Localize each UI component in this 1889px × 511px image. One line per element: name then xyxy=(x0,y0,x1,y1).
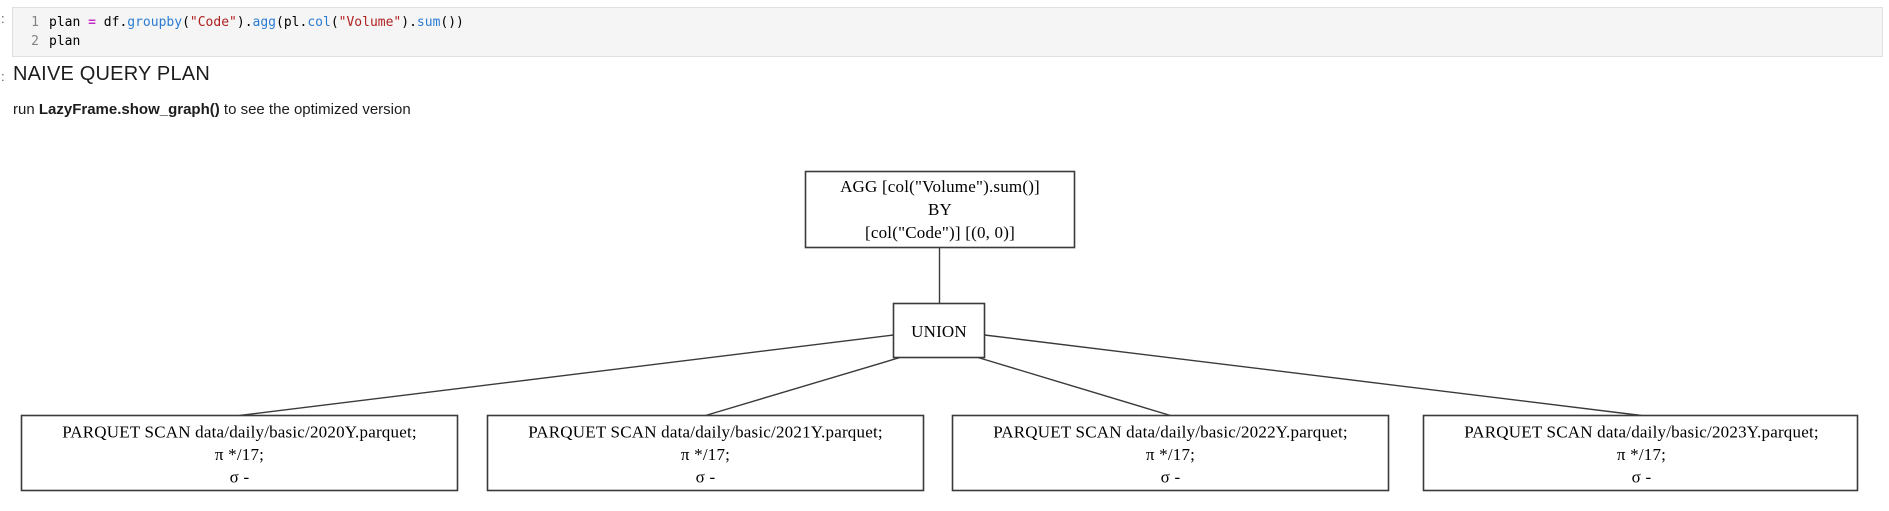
cell-prompt-marker: : xyxy=(1,11,5,26)
subtitle-prefix: run xyxy=(13,101,39,118)
line-number: 2 xyxy=(31,34,39,49)
parquet-scan-node-2023: PARQUET SCAN data/daily/basic/2023Y.parq… xyxy=(1422,414,1859,492)
svg-text:σ -: σ - xyxy=(696,468,716,487)
edge-union-scan-2021 xyxy=(705,356,901,417)
output-subtitle: run LazyFrame.show_graph() to see the op… xyxy=(13,101,411,118)
subtitle-method-name: LazyFrame.show_graph() xyxy=(38,101,220,118)
edge-union-scan-2020 xyxy=(239,334,894,417)
svg-text:π */17;: π */17; xyxy=(215,445,264,464)
code-line-2[interactable]: 2 plan xyxy=(13,32,1882,51)
svg-text:π */17;: π */17; xyxy=(1617,445,1666,464)
edge-union-scan-2022 xyxy=(977,356,1171,417)
agg-node: AGG [col("Volume").sum()] BY [col("Code"… xyxy=(804,170,1076,249)
union-node: UNION xyxy=(892,302,986,359)
svg-text:σ -: σ - xyxy=(1161,468,1181,487)
svg-text:σ -: σ - xyxy=(1632,468,1652,487)
svg-text:[col("Code")] [(0, 0)]: [col("Code")] [(0, 0)] xyxy=(865,223,1015,242)
svg-text:BY: BY xyxy=(928,200,952,219)
parquet-scan-node-2020: PARQUET SCAN data/daily/basic/2020Y.parq… xyxy=(20,414,459,492)
code-text: plan xyxy=(49,34,81,49)
svg-text:PARQUET SCAN data/daily/basic/: PARQUET SCAN data/daily/basic/2023Y.parq… xyxy=(1464,423,1819,442)
svg-text:PARQUET SCAN data/daily/basic/: PARQUET SCAN data/daily/basic/2020Y.parq… xyxy=(62,423,417,442)
svg-text:π */17;: π */17; xyxy=(681,445,730,464)
output-prompt-marker: : xyxy=(1,69,5,84)
code-text: plan = df.groupby("Code").agg(pl.col("Vo… xyxy=(49,15,464,30)
output-title: NAIVE QUERY PLAN xyxy=(13,63,210,85)
svg-text:π */17;: π */17; xyxy=(1146,445,1195,464)
svg-text:PARQUET SCAN data/daily/basic/: PARQUET SCAN data/daily/basic/2022Y.parq… xyxy=(993,423,1348,442)
svg-text:AGG [col("Volume").sum()]: AGG [col("Volume").sum()] xyxy=(840,177,1040,196)
subtitle-suffix: to see the optimized version xyxy=(219,101,411,118)
svg-text:PARQUET SCAN data/daily/basic/: PARQUET SCAN data/daily/basic/2021Y.parq… xyxy=(528,423,883,442)
svg-text:UNION: UNION xyxy=(911,322,967,341)
code-line-1[interactable]: 1 plan = df.groupby("Code").agg(pl.col("… xyxy=(13,13,1882,32)
code-cell[interactable]: 1 plan = df.groupby("Code").agg(pl.col("… xyxy=(12,7,1883,57)
svg-text:σ -: σ - xyxy=(230,468,250,487)
parquet-scan-node-2021: PARQUET SCAN data/daily/basic/2021Y.parq… xyxy=(486,414,925,492)
edge-union-scan-2023 xyxy=(984,334,1642,417)
parquet-scan-node-2022: PARQUET SCAN data/daily/basic/2022Y.parq… xyxy=(951,414,1390,492)
line-number: 1 xyxy=(31,15,39,30)
